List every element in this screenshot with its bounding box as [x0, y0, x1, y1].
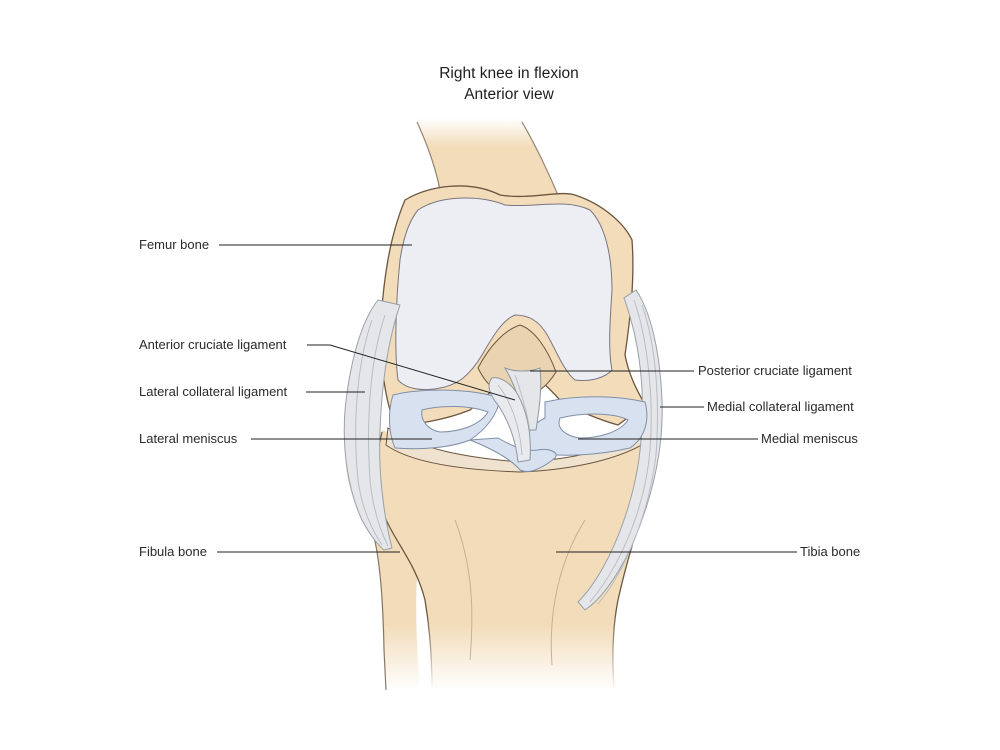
label-lateral-collateral-ligament: Lateral collateral ligament: [139, 384, 287, 400]
label-fibula-bone: Fibula bone: [139, 544, 207, 560]
label-posterior-cruciate-ligament: Posterior cruciate ligament: [698, 363, 852, 379]
label-lateral-meniscus: Lateral meniscus: [139, 431, 237, 447]
label-tibia-bone: Tibia bone: [800, 544, 860, 560]
medial-meniscus-shape: [527, 397, 647, 455]
label-femur-bone: Femur bone: [139, 237, 209, 253]
label-medial-collateral-ligament: Medial collateral ligament: [707, 399, 854, 415]
label-medial-meniscus: Medial meniscus: [761, 431, 858, 447]
label-anterior-cruciate-ligament: Anterior cruciate ligament: [139, 337, 286, 353]
